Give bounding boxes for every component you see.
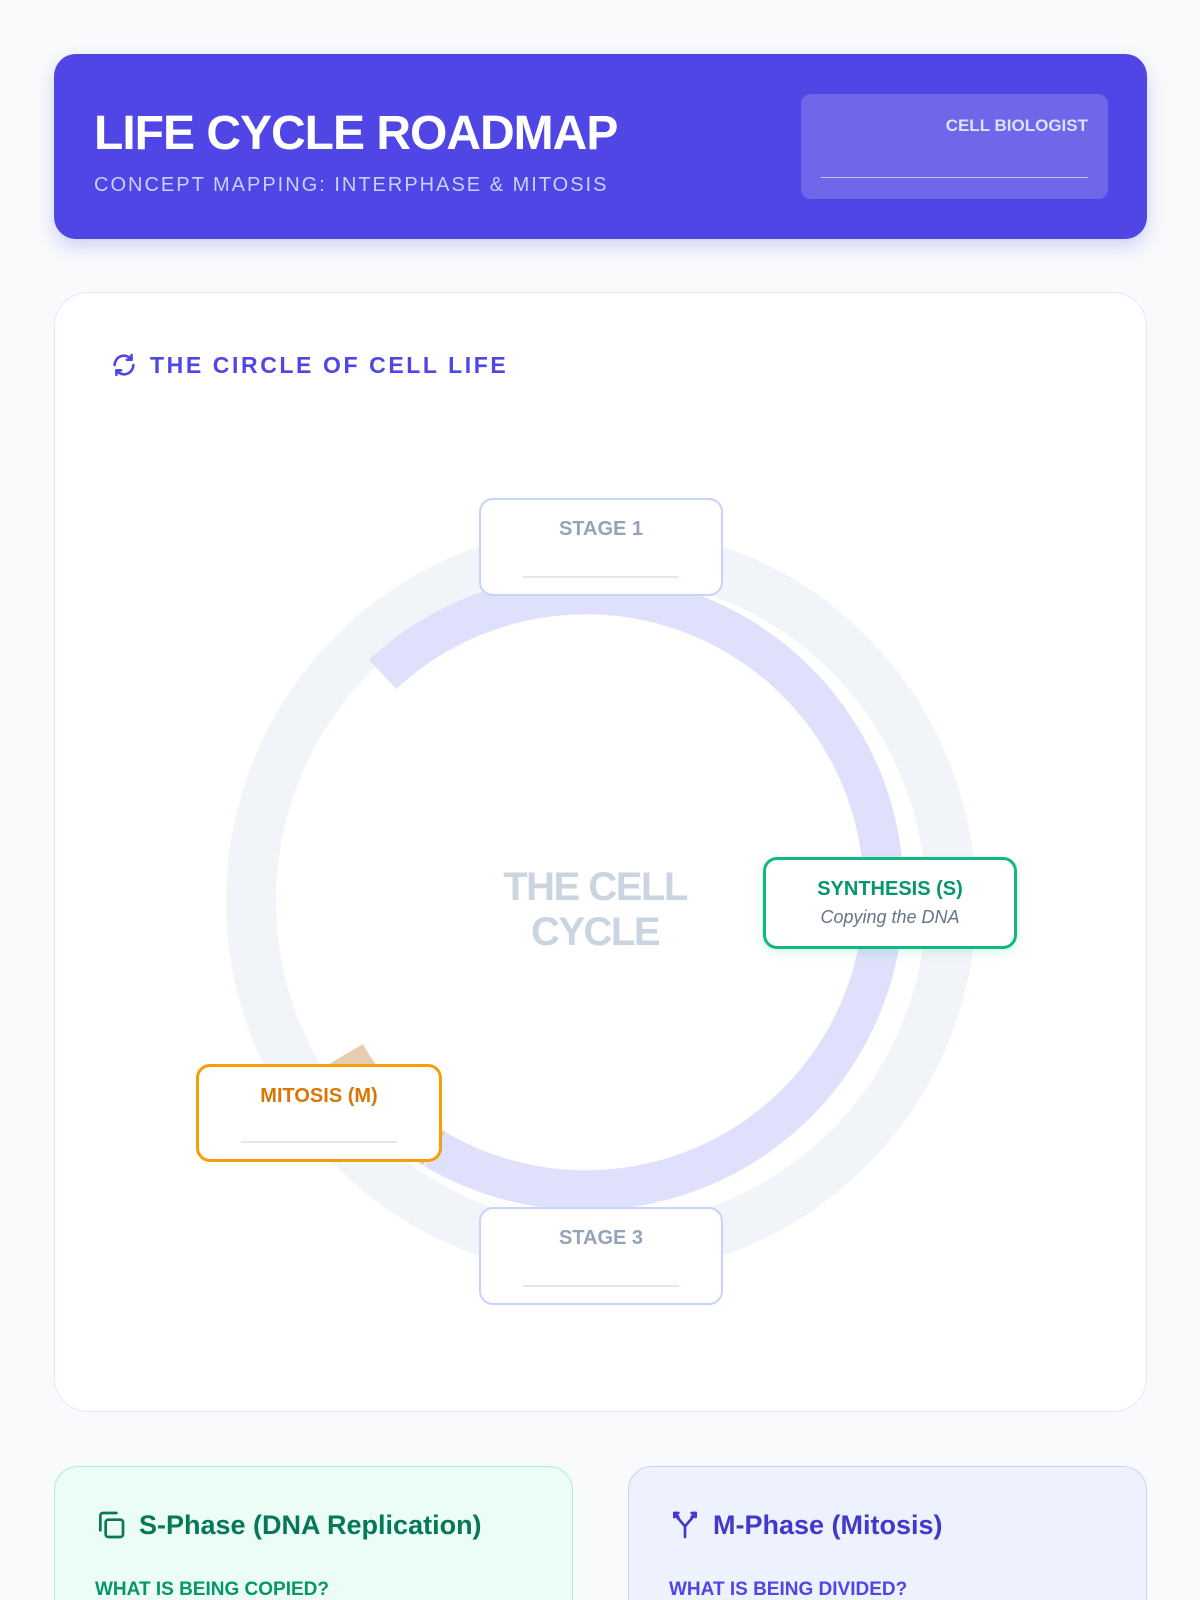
s-phase-card: S-Phase (DNA Replication) WHAT IS BEING …	[54, 1466, 573, 1600]
stage-1-label: STAGE 1	[558, 518, 644, 540]
mitosis-answer-line	[241, 1141, 397, 1143]
name-field[interactable]: CELL BIOLOGIST	[801, 94, 1108, 199]
synthesis-box[interactable]: SYNTHESIS (S) Copying the DNA	[763, 857, 1017, 949]
section-title-label: THE CIRCLE OF CELL LIFE	[150, 351, 509, 378]
copy-icon	[95, 1509, 127, 1541]
s-phase-title: S-Phase (DNA Replication)	[95, 1509, 482, 1541]
stage-3-answer-line	[523, 1285, 679, 1287]
m-phase-question: WHAT IS BEING DIVIDED?	[669, 1579, 908, 1600]
page-title: LIFE CYCLE ROADMAP	[94, 107, 618, 160]
split-arrows-icon	[669, 1509, 701, 1541]
cycle-card: THE CIRCLE OF CELL LIFE THE CELL CYCLE S…	[54, 292, 1147, 1412]
stage-1-answer-line	[523, 576, 679, 578]
mitosis-box[interactable]: MITOSIS (M)	[196, 1064, 442, 1162]
stage-3-box[interactable]: STAGE 3	[479, 1207, 723, 1305]
stage-3-label: STAGE 3	[558, 1227, 644, 1249]
s-phase-title-label: S-Phase (DNA Replication)	[139, 1509, 482, 1540]
role-label: CELL BIOLOGIST	[945, 116, 1088, 135]
name-field-underline	[821, 177, 1088, 178]
m-phase-card: M-Phase (Mitosis) WHAT IS BEING DIVIDED?	[628, 1466, 1147, 1600]
section-title: THE CIRCLE OF CELL LIFE	[110, 351, 508, 379]
synthesis-description: Copying the DNA	[820, 907, 960, 927]
synthesis-label: SYNTHESIS (S)	[817, 878, 963, 900]
mitosis-label: MITOSIS (M)	[260, 1085, 378, 1107]
cycle-center-label: THE CELL CYCLE	[503, 865, 688, 954]
header-banner: LIFE CYCLE ROADMAP CONCEPT MAPPING: INTE…	[54, 54, 1147, 239]
page-subtitle: CONCEPT MAPPING: INTERPHASE & MITOSIS	[94, 174, 609, 196]
m-phase-title: M-Phase (Mitosis)	[669, 1509, 943, 1541]
s-phase-question: WHAT IS BEING COPIED?	[95, 1579, 329, 1600]
stage-1-box[interactable]: STAGE 1	[479, 498, 723, 596]
m-phase-title-label: M-Phase (Mitosis)	[713, 1509, 943, 1540]
refresh-icon	[110, 351, 138, 379]
